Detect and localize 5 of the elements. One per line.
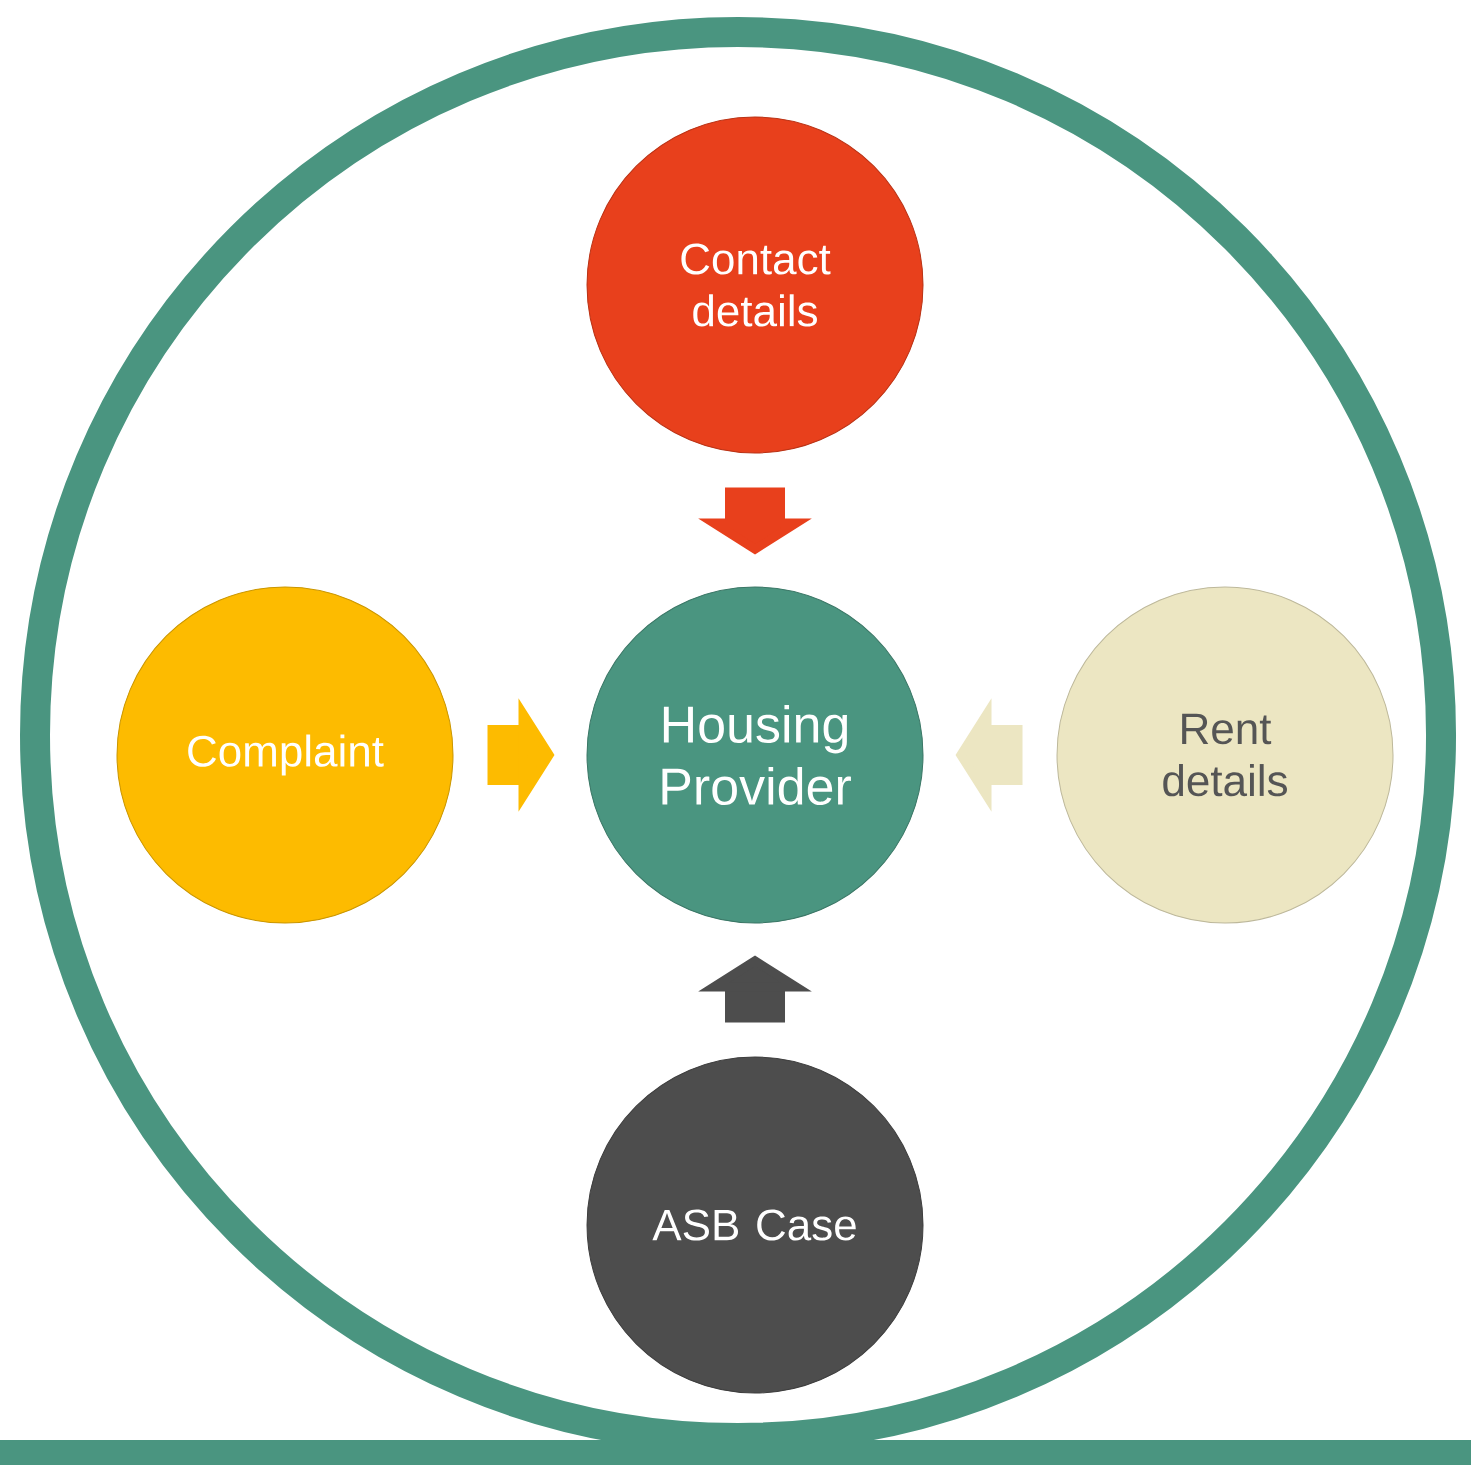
circle-node: Complaint — [116, 586, 454, 924]
circle-node: Housing Provider — [586, 586, 924, 924]
circle-node: ASB Case — [586, 1056, 924, 1394]
circle-node: Contact details — [586, 116, 924, 454]
circle-node: Rent details — [1056, 586, 1394, 924]
